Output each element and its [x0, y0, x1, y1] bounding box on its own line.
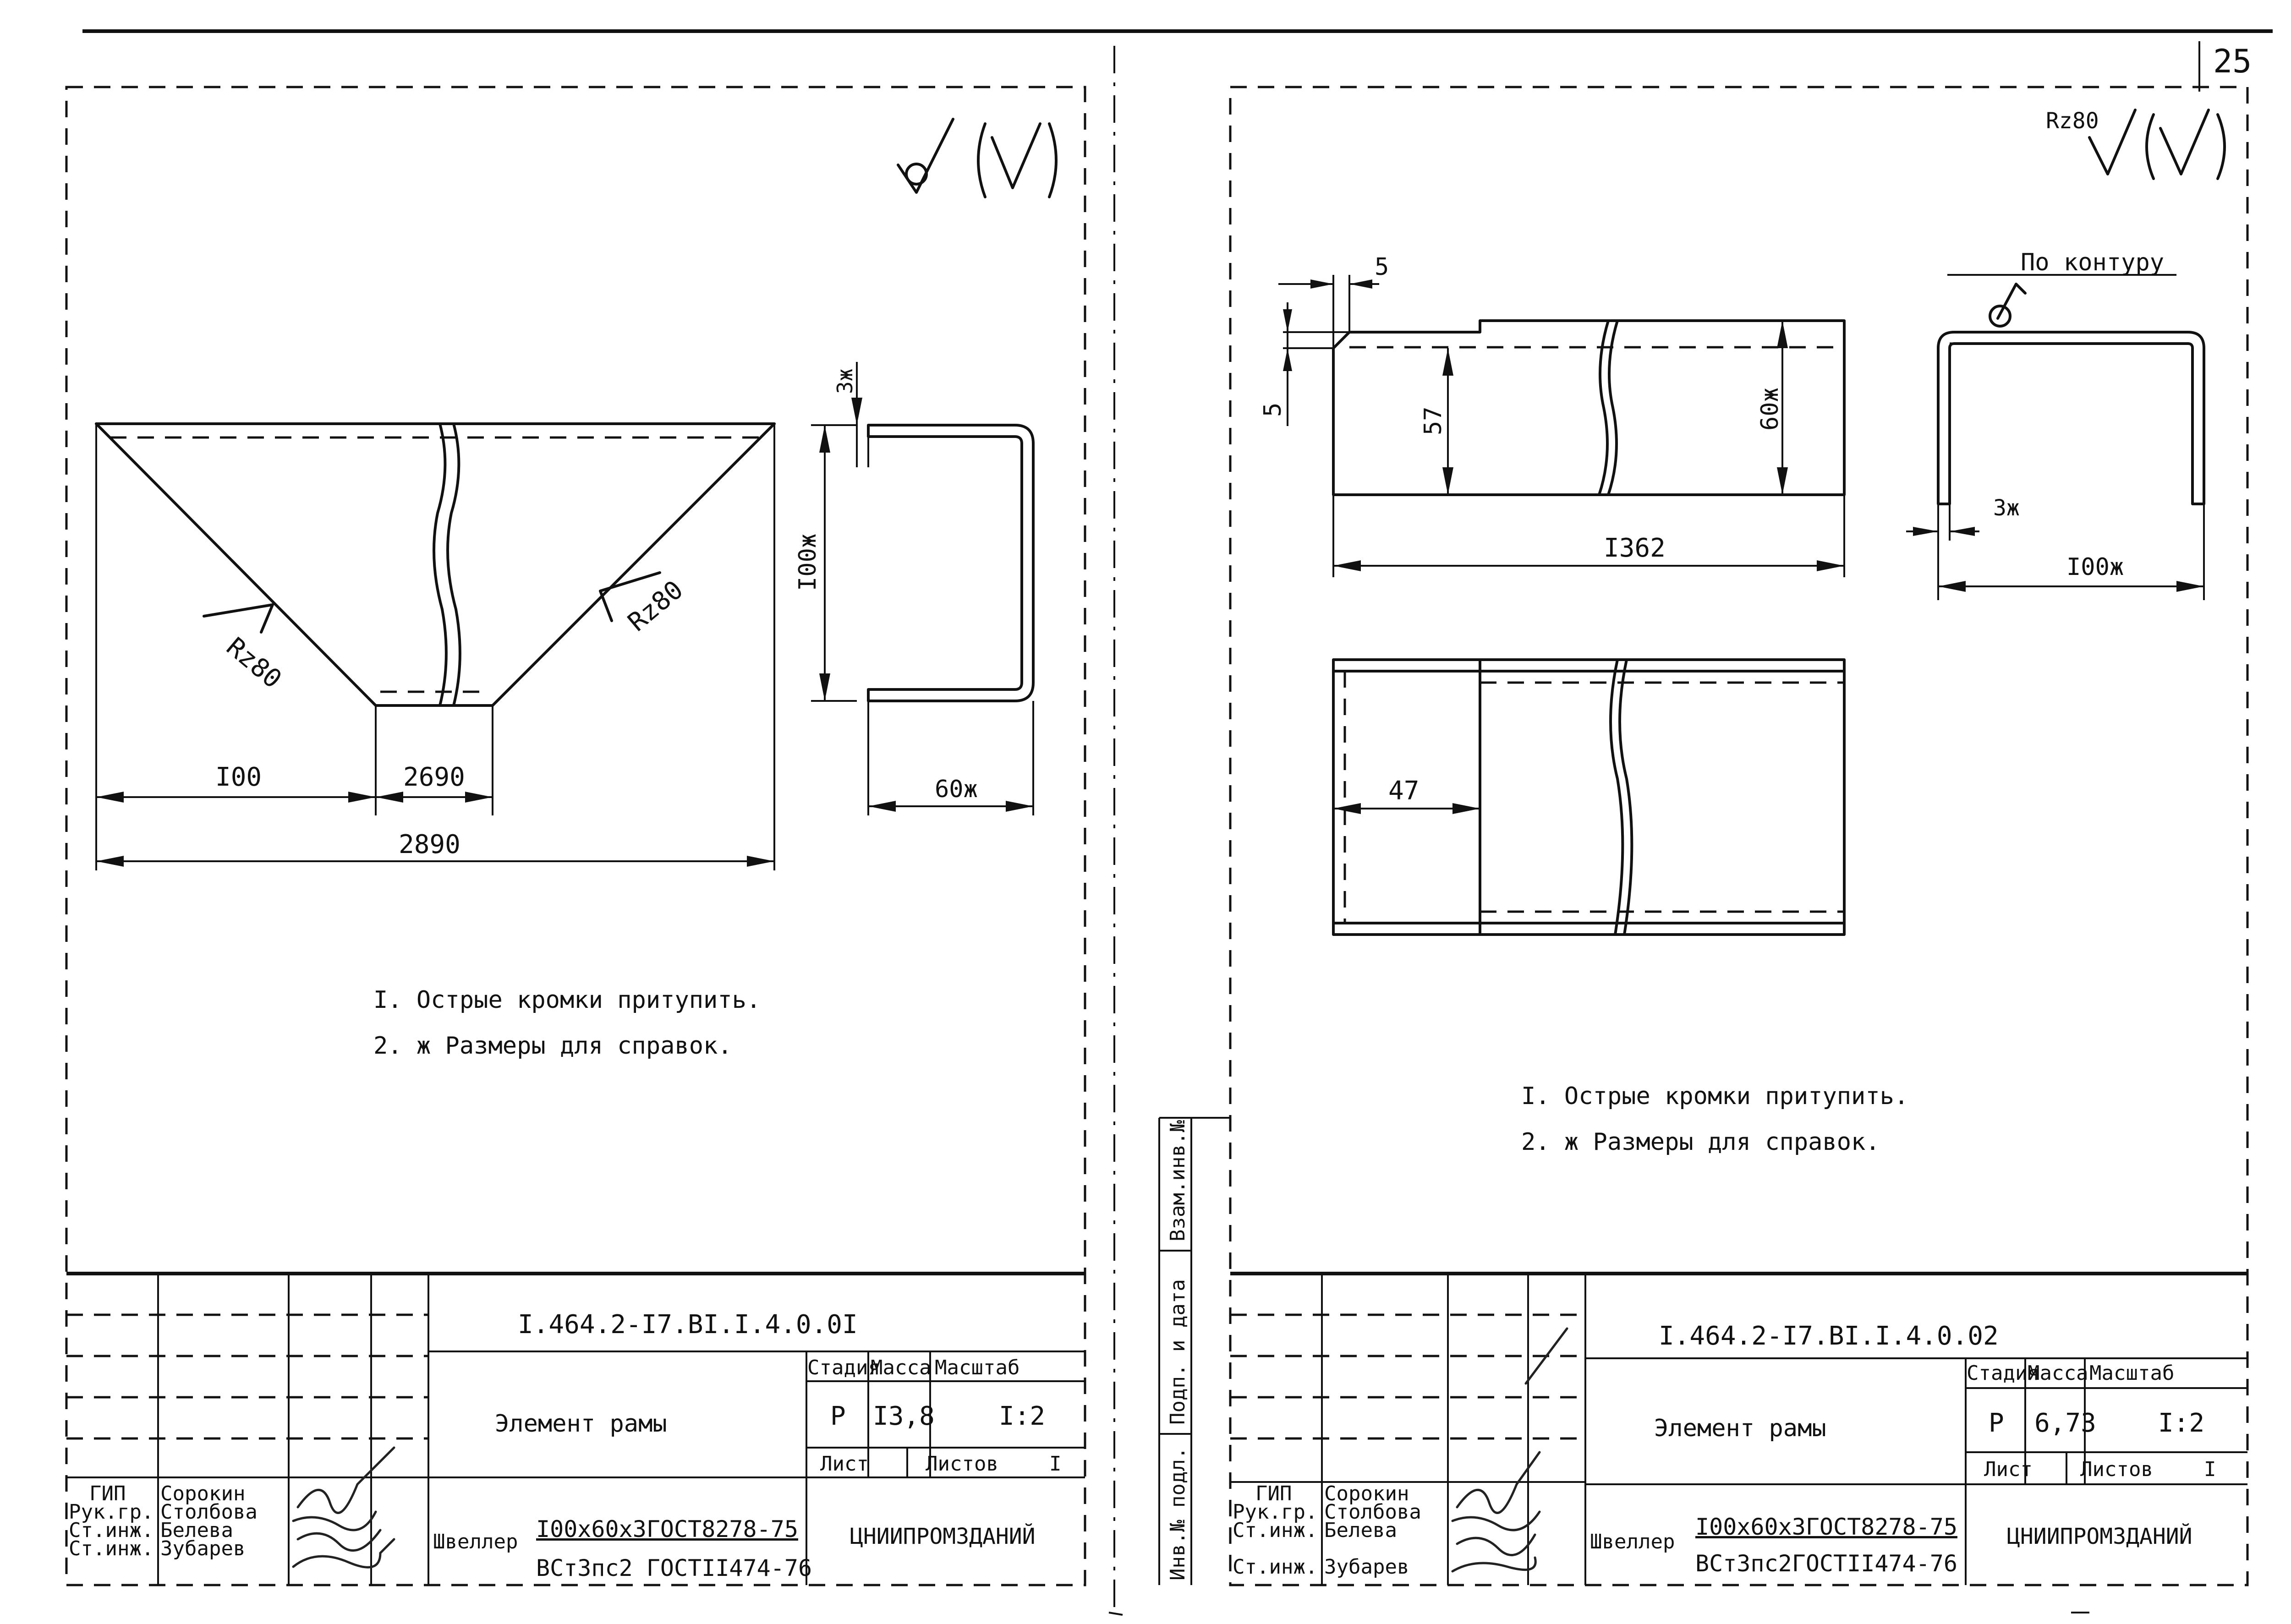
right-stamp-3: Инв.№ подл. [1166, 1447, 1189, 1580]
left-dim-height: I00ж [794, 534, 822, 591]
right-sheet-label: Лист [1984, 1458, 2033, 1481]
left-sheet-label: Лист [820, 1452, 869, 1476]
left-signatures [292, 1446, 395, 1569]
page-number: 25 [2213, 43, 2252, 80]
left-sheet: Rz80 Rz80 I00 2690 2890 [65, 86, 1086, 1586]
left-roughness-general-icon [897, 118, 1058, 198]
left-person-2: Столбова [160, 1500, 258, 1524]
right-dim-length: I362 [1604, 533, 1666, 563]
right-dim-height: 60ж [1756, 388, 1784, 431]
right-front-view: 5 5 57 60ж I362 [1259, 253, 1846, 577]
scan-mark [1108, 1612, 1123, 1616]
left-channel-section: I00ж 3ж 60ж [794, 362, 1035, 815]
right-contour-note: По контуру [2021, 249, 2164, 276]
right-stage-header: Стадия [1967, 1362, 2039, 1385]
left-person-1: Сорокин [160, 1482, 245, 1505]
right-role-3: Ст.инж. [1233, 1519, 1317, 1542]
right-dim-wall: 3ж [1993, 495, 2020, 521]
left-person-4: Зубарев [160, 1537, 245, 1560]
left-sheet-frame [65, 86, 1086, 1586]
right-stage: Р [1989, 1408, 2004, 1438]
left-dim-total: 2890 [399, 830, 460, 859]
left-title-block: I.464.2-I7.BI.I.4.0.0I Элемент рамы Стад… [66, 1272, 1085, 1585]
left-role-1: ГИП [89, 1482, 126, 1505]
right-stamp-1: Взам.инв.№ [1166, 1120, 1189, 1241]
left-roughness-label-2: Rz80 [622, 575, 689, 637]
right-organization: ЦНИИПРОМЗДАНИЙ [2007, 1523, 2192, 1549]
left-name: Элемент рамы [495, 1410, 667, 1438]
right-person-2: Столбова [1324, 1500, 1421, 1524]
left-sheets-label: Листов [926, 1452, 998, 1476]
left-bottom-dimensions: I00 2690 2890 [95, 424, 775, 870]
left-role-4: Ст.инж. [69, 1537, 153, 1560]
right-note-2: 2. ж Размеры для справок. [1521, 1128, 1880, 1156]
right-mass: 6,73 [2034, 1408, 2096, 1438]
right-sheets-value: I [2204, 1458, 2216, 1481]
right-sheet: Взам.инв.№ Подп. и дата Инв.№ подл. Rz80 [1158, 86, 2249, 1586]
left-dim-flange: 60ж [935, 776, 978, 803]
left-dim-wall: 3ж [833, 369, 857, 394]
left-organization: ЦНИИПРОМЗДАНИЙ [850, 1523, 1036, 1549]
right-dim-notch-w: 5 [1375, 253, 1389, 281]
left-material-line1: I00x60x3ГОСТ8278-75 [536, 1516, 798, 1542]
right-mass-header: Масса [2028, 1362, 2088, 1385]
right-dim-end: 47 [1388, 776, 1419, 806]
right-material-line2: ВСт3пс2ГОСТII474-76 [1695, 1550, 1957, 1577]
right-role-2: Рук.гр. [1233, 1500, 1317, 1524]
left-designation: I.464.2-I7.BI.I.4.0.0I [518, 1310, 858, 1340]
left-material-line2: ВСт3пс2 ГОСТII474-76 [536, 1555, 812, 1581]
right-material-line1: I00x60x3ГОСТ8278-75 [1695, 1514, 1957, 1540]
right-dim-notch-h: 5 [1259, 403, 1287, 417]
left-stage-header: Стадия [807, 1356, 880, 1379]
right-role-4: Ст.инж. [1233, 1555, 1317, 1579]
right-top-view: 47 [1332, 658, 1846, 936]
right-person-3: Белева [1324, 1519, 1397, 1542]
right-note-1: I. Острые кромки притупить. [1521, 1083, 1908, 1110]
left-material-prefix: Швеллер [433, 1530, 518, 1553]
left-person-3: Белева [160, 1519, 233, 1542]
left-dim-left-part: I00 [215, 762, 262, 792]
right-scale-header: Масштаб [2089, 1362, 2174, 1385]
left-role-3: Ст.инж. [69, 1519, 153, 1542]
left-note-2: 2. ж Размеры для справок. [373, 1032, 732, 1060]
left-scale: I:2 [999, 1401, 1045, 1431]
left-stage: Р [830, 1401, 846, 1431]
right-sheet-frame [1229, 86, 2249, 1586]
right-roughness-label: Rz80 [2046, 108, 2099, 134]
right-signatures [1451, 1327, 1568, 1573]
left-role-2: Рук.гр. [69, 1500, 153, 1524]
right-name: Элемент рамы [1654, 1415, 1826, 1442]
right-person-1: Сорокин [1324, 1482, 1409, 1505]
left-front-view: Rz80 Rz80 [95, 422, 776, 707]
left-mass-header: Масса [871, 1356, 931, 1379]
right-roughness-general-icon: Rz80 [2046, 108, 2226, 180]
left-roughness-label-1: Rz80 [221, 632, 287, 694]
right-side-stamps: Взам.инв.№ Подп. и дата Инв.№ подл. [1158, 1117, 1230, 1585]
right-scale: I:2 [2158, 1408, 2204, 1438]
right-person-4: Зубарев [1324, 1555, 1409, 1579]
right-designation: I.464.2-I7.BI.I.4.0.02 [1659, 1321, 1999, 1351]
right-role-1: ГИП [1255, 1482, 1292, 1505]
right-title-block: I.464.2-I7.BI.I.4.0.02 Элемент рамы Стад… [1230, 1272, 2247, 1585]
right-end-section: По контуру 3ж I00ж [1906, 249, 2205, 600]
right-sheets-label: Листов [2080, 1458, 2153, 1481]
right-dim-width: I00ж [2066, 553, 2124, 581]
right-material-prefix: Швеллер [1590, 1530, 1675, 1553]
right-stamp-2: Подп. и дата [1166, 1279, 1189, 1425]
left-mass: I3,8 [873, 1401, 935, 1431]
left-dim-mid-part: 2690 [403, 762, 465, 792]
left-note-1: I. Острые кромки притупить. [373, 986, 761, 1014]
right-dim-inner-height: 57 [1420, 406, 1447, 435]
left-scale-header: Масштаб [935, 1356, 1019, 1379]
left-sheets-value: I [1049, 1452, 1062, 1476]
